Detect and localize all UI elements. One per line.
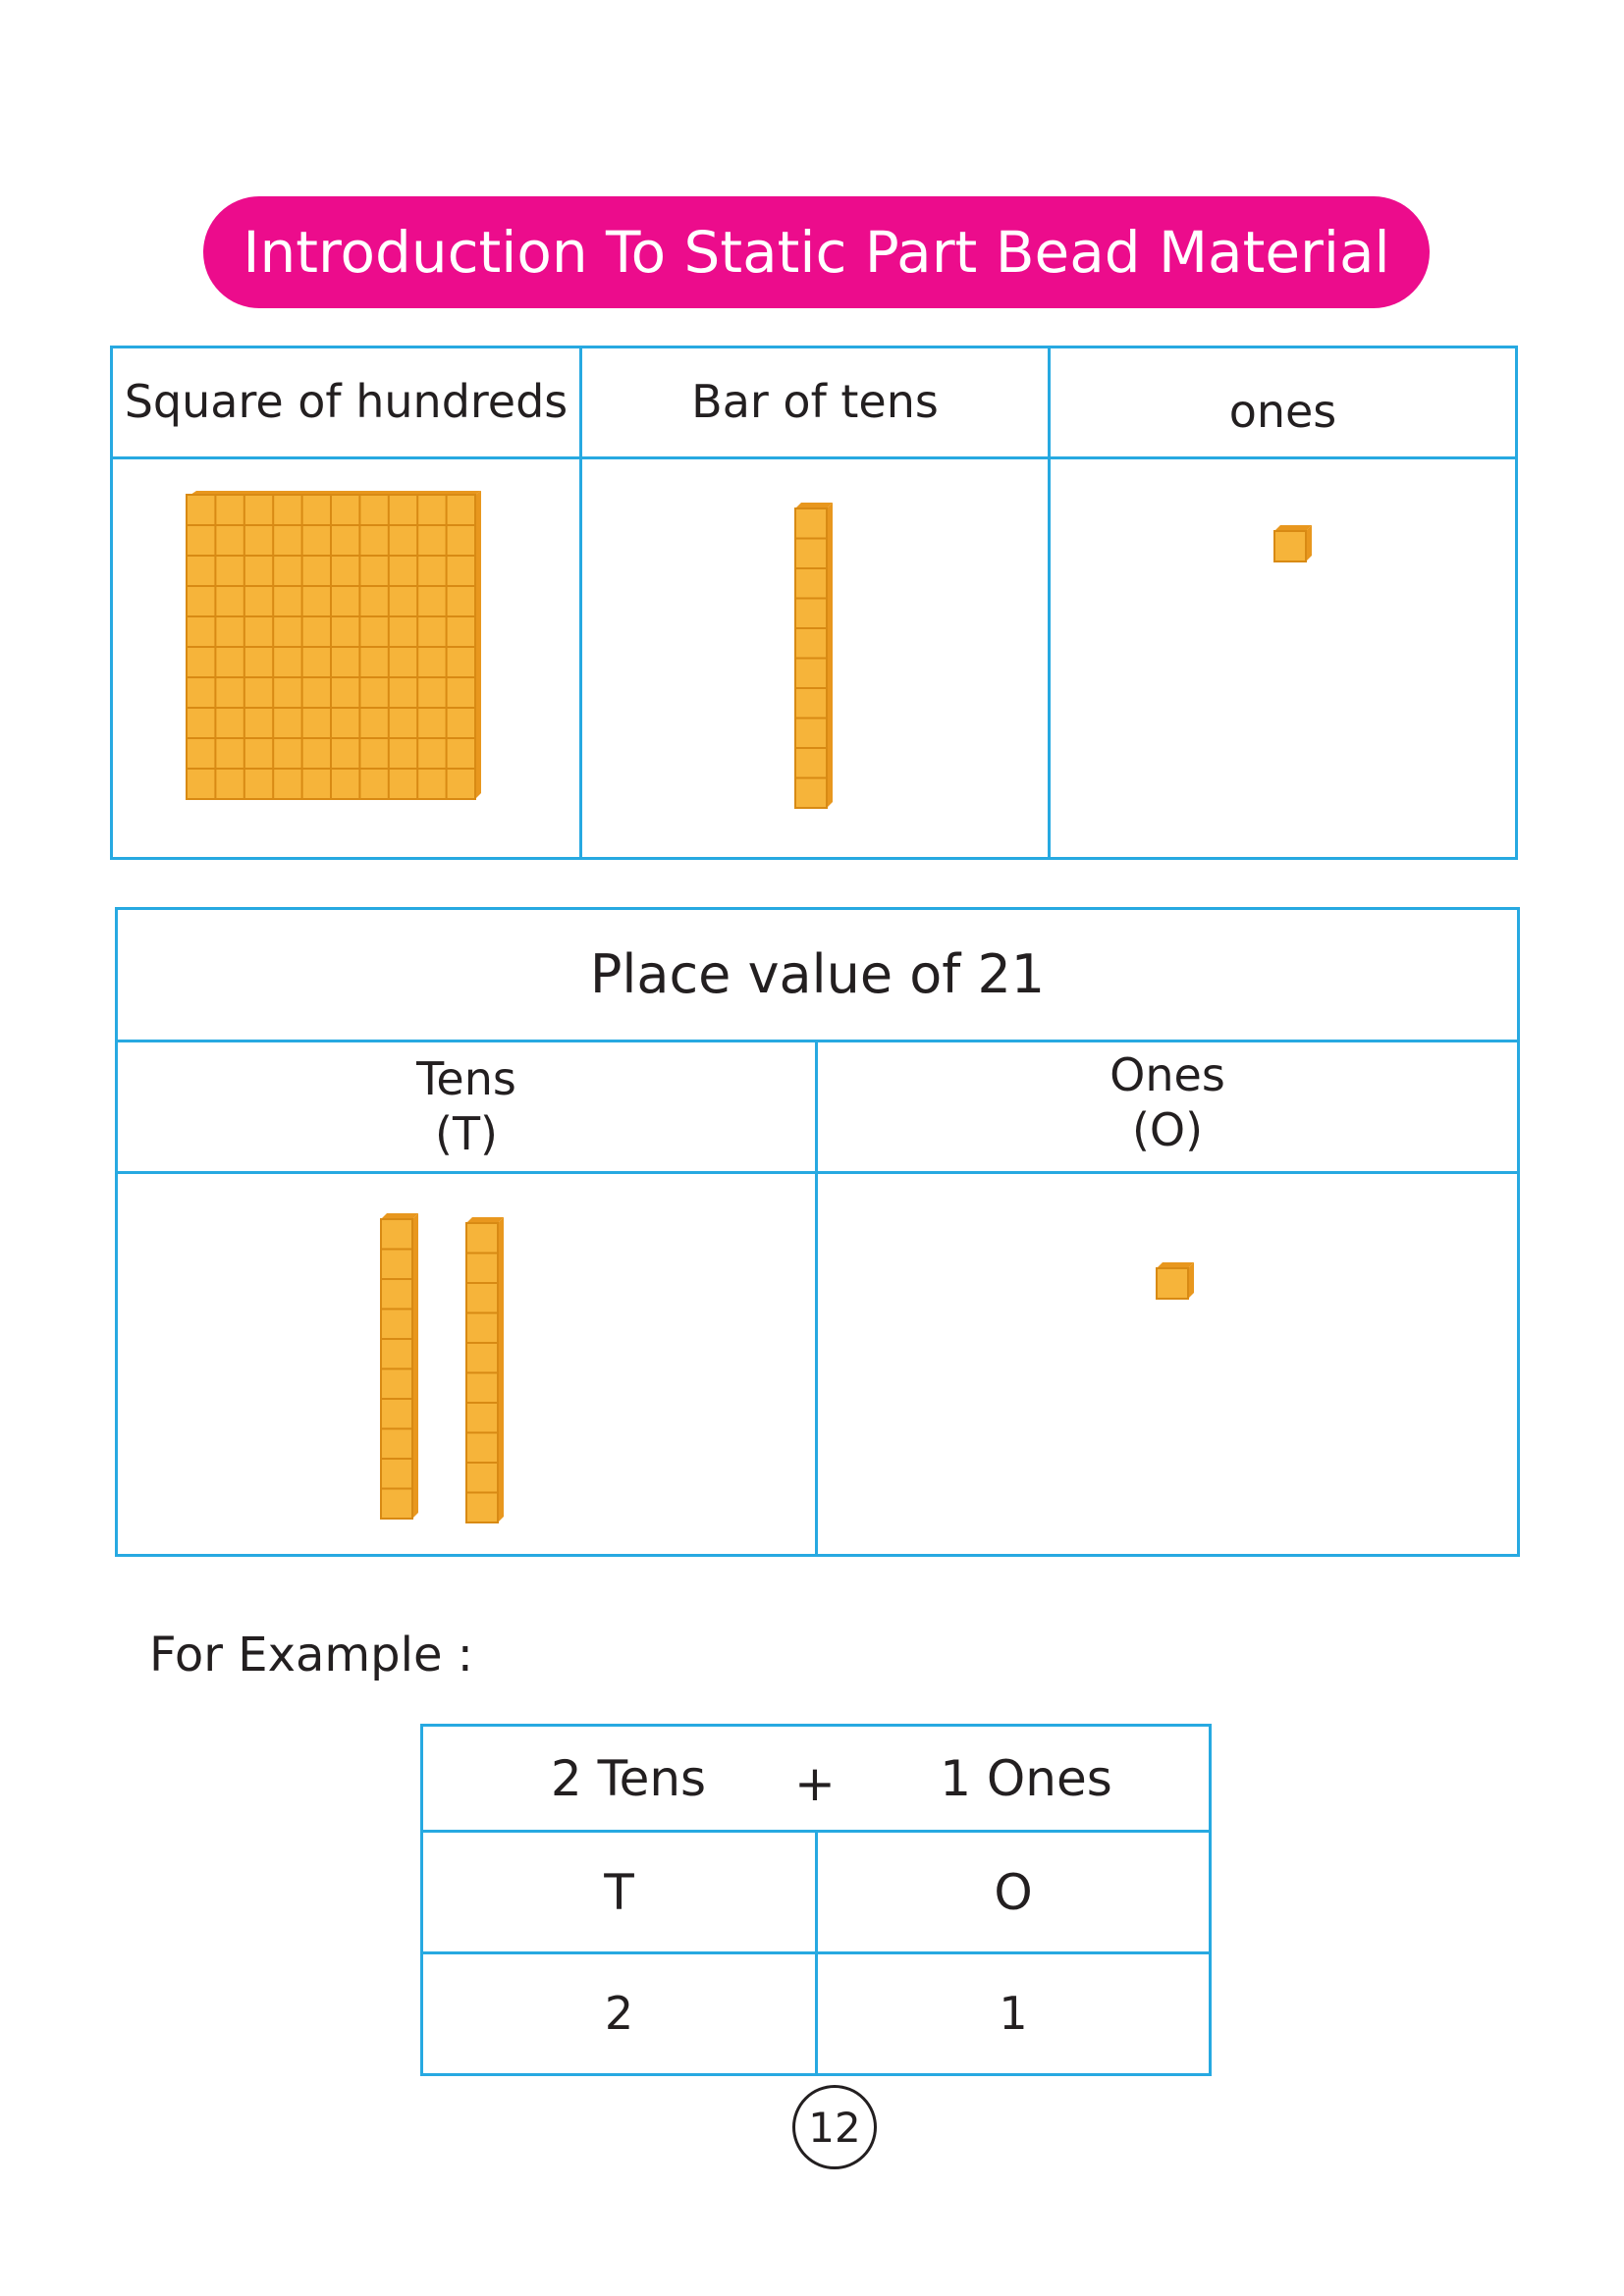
example-label: For Example : — [149, 1628, 473, 1682]
example-col-divider — [815, 1830, 818, 2076]
place-value-title: Place value of 21 — [589, 942, 1046, 1005]
example-plus-sign: + — [794, 1754, 836, 1812]
example-col-o: O — [994, 1863, 1033, 1921]
page-title: Introduction To Static Part Bead Materia… — [203, 196, 1430, 308]
example-val-t: 2 — [604, 1986, 634, 2040]
one-unit-bead — [1156, 1262, 1194, 1300]
hundred-square-bead — [186, 491, 481, 800]
place-value-col-divider — [815, 1040, 818, 1557]
example-col-t: T — [604, 1863, 634, 1921]
ones-abbr: (O) — [1131, 1102, 1204, 1156]
ten-bar-bead — [794, 503, 833, 809]
header-square-of-hundreds: Square of hundreds — [124, 375, 568, 429]
ones-label: Ones — [1110, 1048, 1225, 1102]
materials-table — [110, 346, 1518, 860]
ten-bar-bead — [380, 1213, 418, 1520]
ten-bar-bead — [465, 1217, 504, 1523]
page-number: 12 — [792, 2085, 877, 2169]
materials-col-divider-2 — [1048, 346, 1051, 860]
header-bar-of-tens: Bar of tens — [691, 375, 939, 429]
materials-col-divider-1 — [579, 346, 582, 860]
tens-column-header: Tens (T) — [118, 1042, 815, 1171]
tens-label: Tens — [416, 1052, 516, 1106]
one-unit-bead — [1273, 525, 1312, 562]
example-tens-text: 2 Tens — [550, 1749, 707, 1807]
example-val-o: 1 — [999, 1986, 1028, 2040]
materials-header-divider — [110, 456, 1518, 459]
tens-abbr: (T) — [435, 1106, 498, 1160]
ones-column-header: Ones (O) — [818, 1039, 1517, 1167]
example-ones-text: 1 Ones — [940, 1749, 1112, 1807]
header-ones: ones — [1228, 385, 1337, 439]
